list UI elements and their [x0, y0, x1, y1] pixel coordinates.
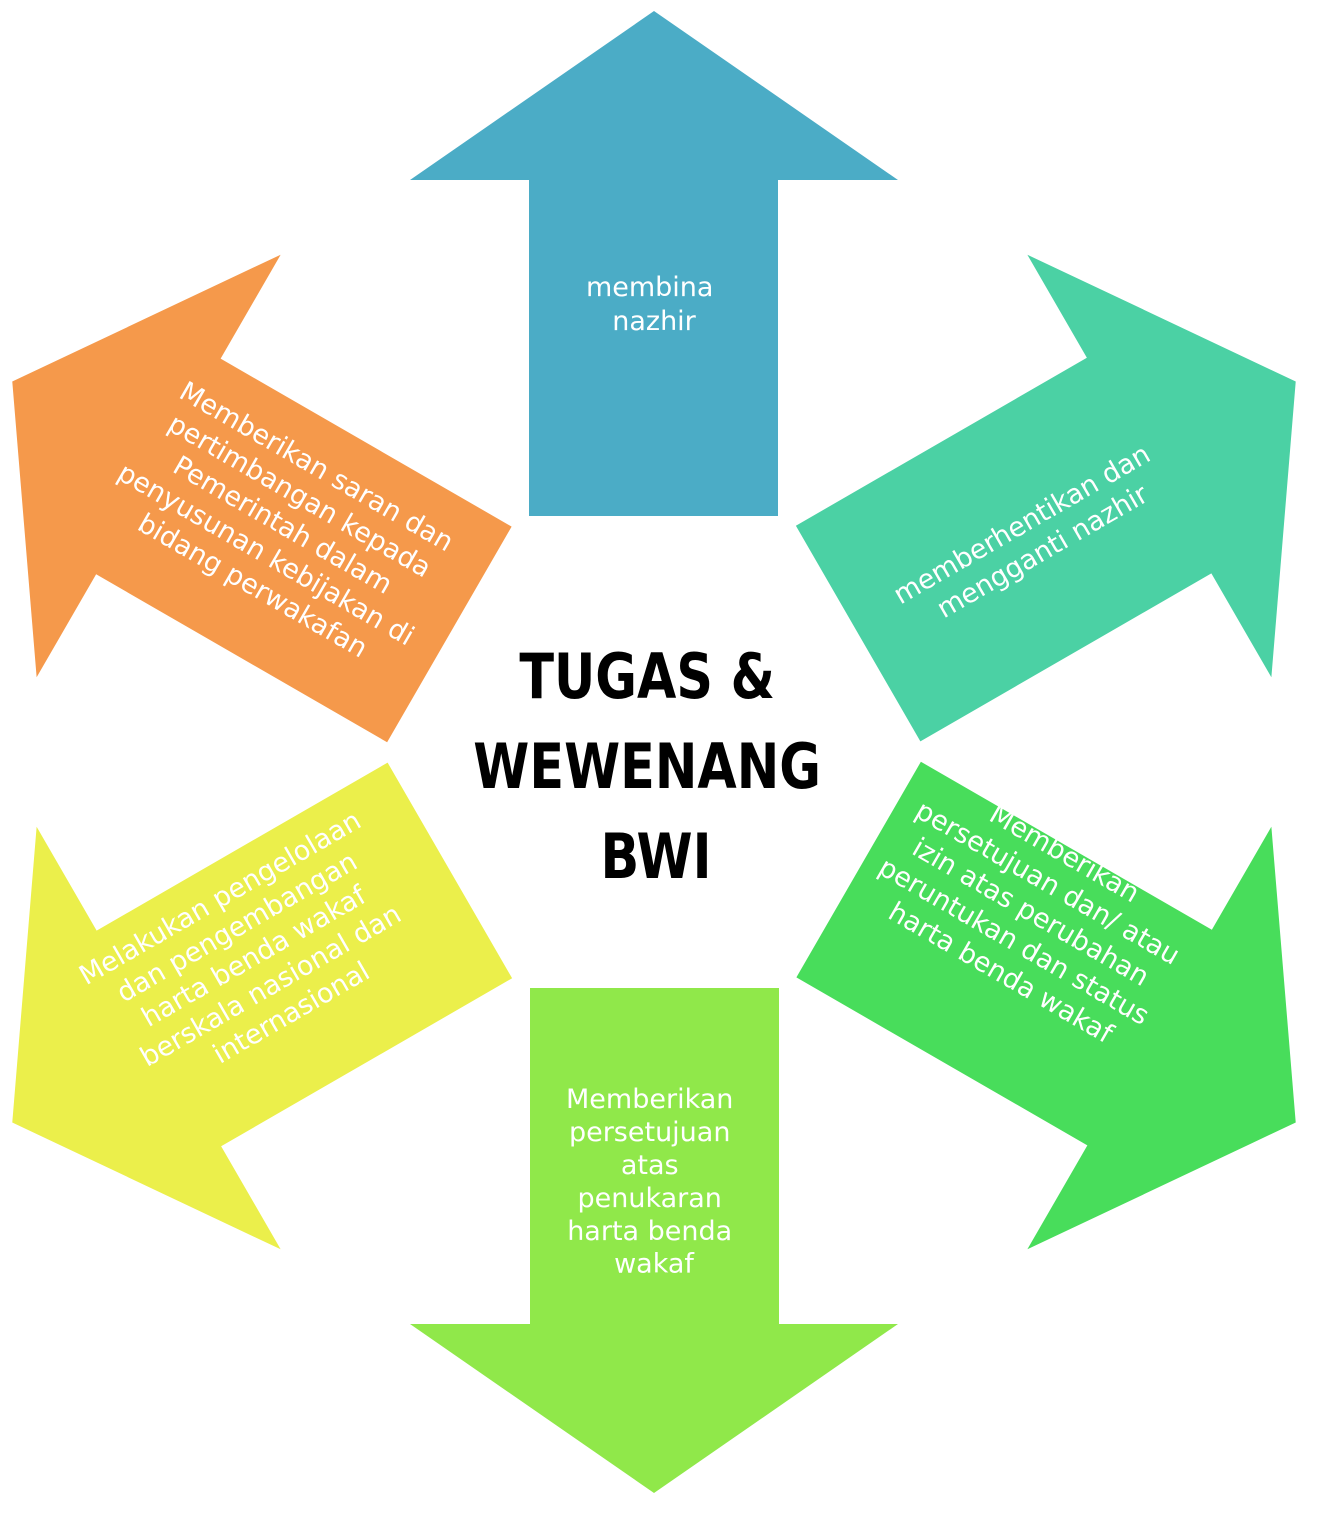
arrow-membina-nazhir: membina nazhir — [410, 11, 898, 516]
center-title: TUGAS & WEWENANG BWI — [473, 641, 838, 893]
label-line: penukaran — [577, 1183, 721, 1214]
title-line: BWI — [601, 821, 712, 893]
title-line: WEWENANG — [473, 731, 821, 803]
arrow-label-membina-nazhir: membina nazhir — [586, 272, 722, 337]
title-line: TUGAS & — [519, 641, 775, 713]
arrow-label-persetujuan-penukaran: Memberikan persetujuan atas penukaran ha… — [566, 1084, 742, 1280]
arrow-memberhentikan-nazhir: memberhentikan dan mengganti nazhir — [736, 170, 1332, 846]
label-line: membina — [586, 272, 714, 303]
label-line: wakaf — [614, 1249, 695, 1280]
arrow-persetujuan-penukaran: Memberikan persetujuan atas penukaran ha… — [410, 988, 898, 1493]
label-line: atas — [621, 1150, 679, 1181]
label-line: nazhir — [612, 306, 696, 337]
label-line: persetujuan — [569, 1117, 731, 1148]
arrow-izin-perubahan-status: Memberikan persetujuan dan/ atau izin at… — [736, 658, 1332, 1334]
label-line: Memberikan — [566, 1084, 733, 1115]
arrow-shape-up — [410, 11, 898, 516]
label-line: harta benda — [567, 1216, 732, 1247]
